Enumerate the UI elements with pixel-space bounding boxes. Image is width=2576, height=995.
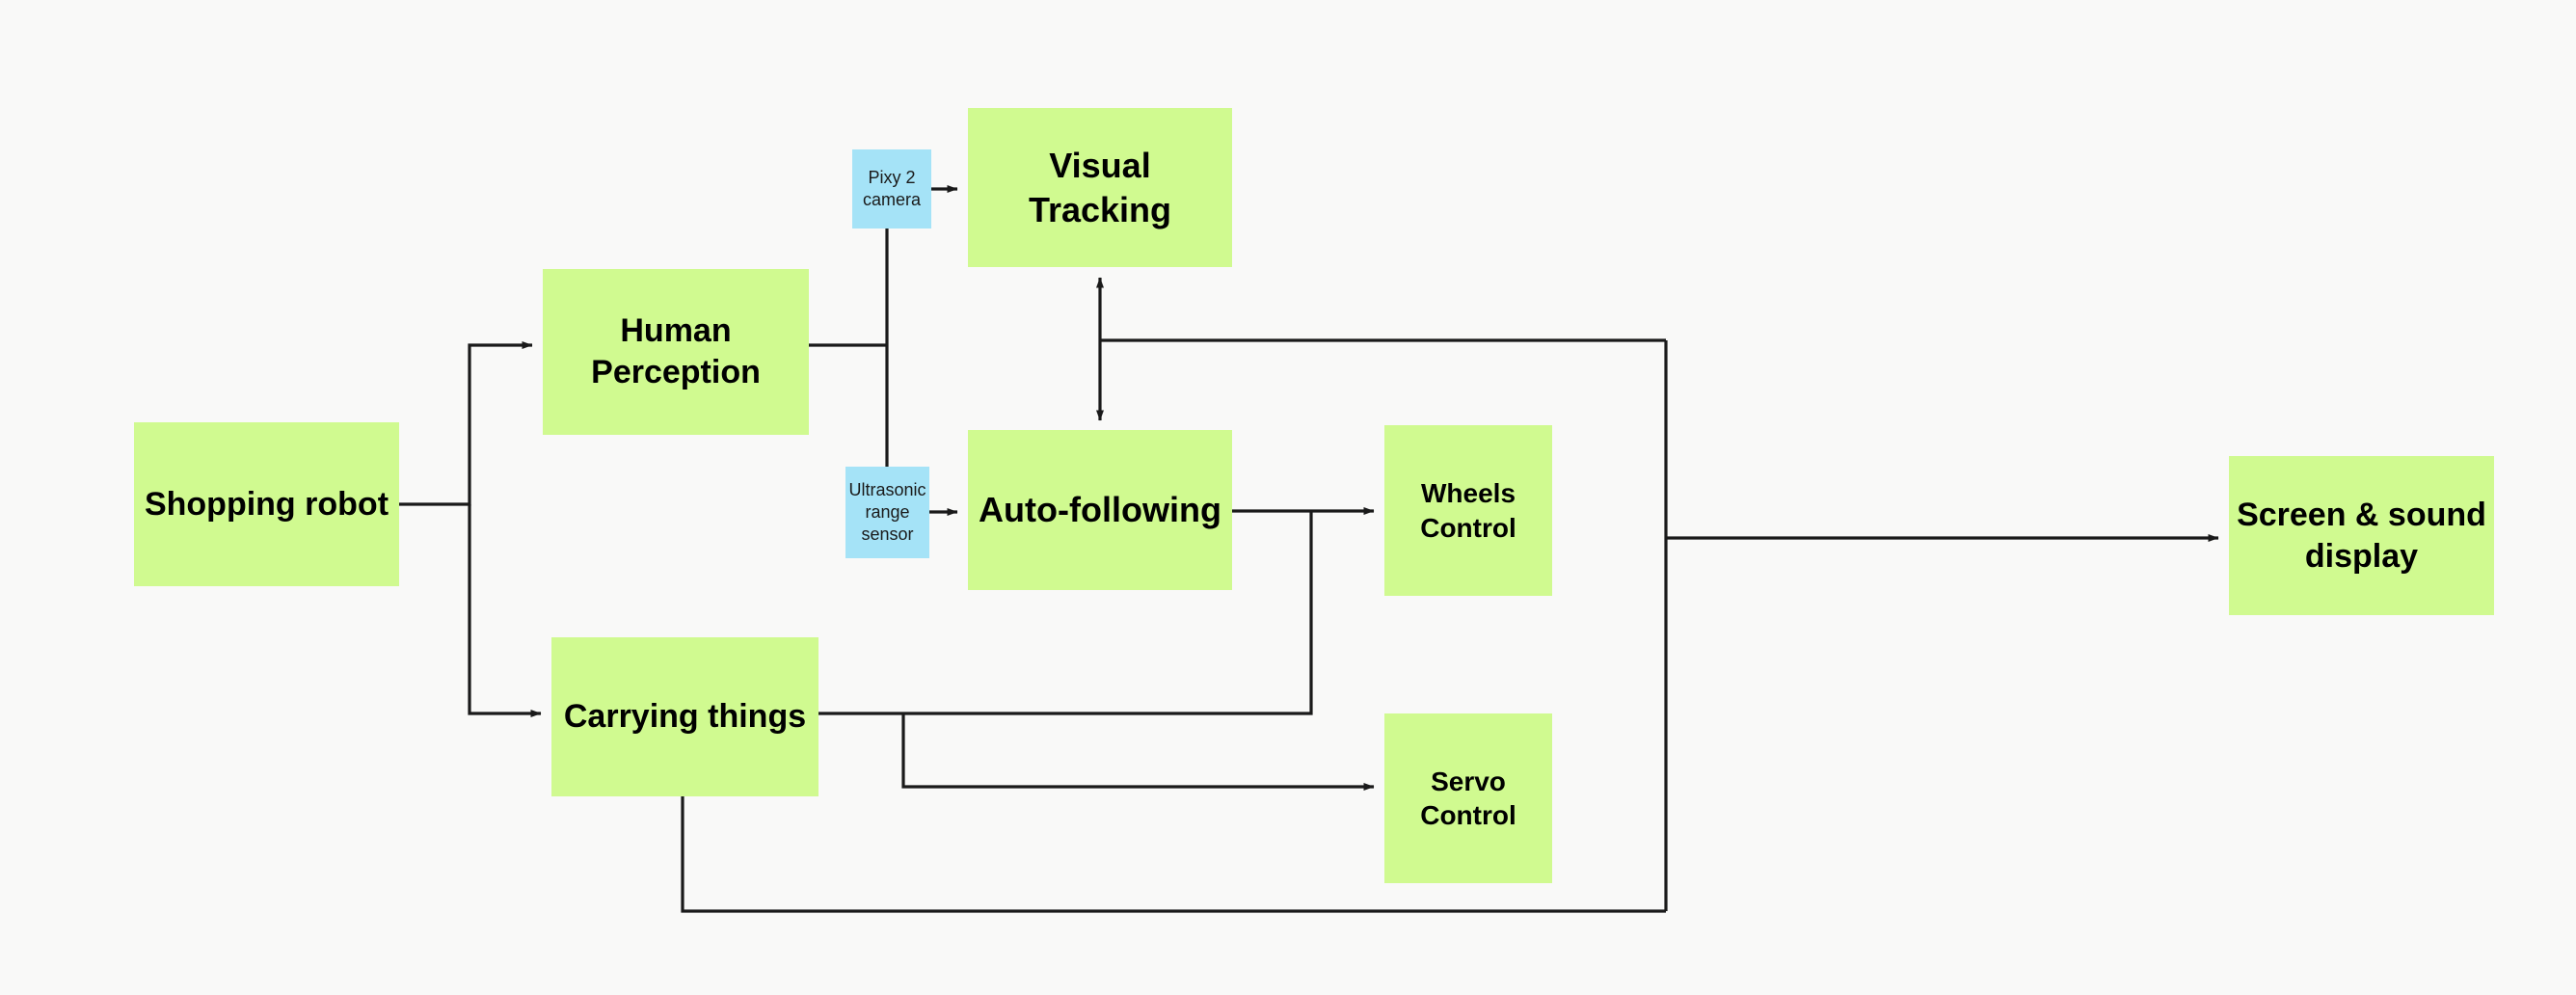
node-wheels-control[interactable]: Wheels Control bbox=[1384, 425, 1552, 596]
node-auto-following[interactable]: Auto-following bbox=[968, 430, 1232, 590]
edge-shopping-robot-to-human-perception bbox=[399, 341, 533, 506]
node-ultrasonic-range-sensor-label: Ultrasonic range sensor bbox=[848, 480, 926, 544]
node-ultrasonic-range-sensor[interactable]: Ultrasonic range sensor bbox=[845, 467, 929, 558]
node-visual-tracking[interactable]: Visual Tracking bbox=[968, 108, 1232, 267]
node-shopping-robot-label: Shopping robot bbox=[144, 485, 389, 523]
node-carrying-things[interactable]: Carrying things bbox=[551, 637, 818, 796]
node-carrying-things-label: Carrying things bbox=[563, 698, 807, 736]
node-pixy2-camera[interactable]: Pixy 2 camera bbox=[852, 149, 931, 229]
node-pixy2-camera-label: Pixy 2 camera bbox=[862, 168, 922, 209]
node-screen-sound-display-label: Screen & sound display bbox=[2237, 496, 2486, 575]
node-servo-control[interactable]: Servo Control bbox=[1384, 713, 1552, 883]
node-auto-following-label: Auto-following bbox=[979, 490, 1221, 530]
node-visual-tracking-label: Visual Tracking bbox=[1028, 146, 1172, 229]
node-wheels-control-label: Wheels Control bbox=[1420, 478, 1516, 543]
node-servo-control-label: Servo Control bbox=[1420, 766, 1516, 830]
node-screen-sound-display[interactable]: Screen & sound display bbox=[2229, 456, 2494, 615]
node-human-perception-label: Human Perception bbox=[591, 312, 761, 390]
node-human-perception[interactable]: Human Perception bbox=[543, 269, 809, 435]
edge-carrying-things-to-servo-control bbox=[901, 713, 1375, 791]
edge-shopping-robot-to-carrying-things bbox=[468, 504, 542, 717]
node-shopping-robot[interactable]: Shopping robot bbox=[134, 422, 399, 586]
